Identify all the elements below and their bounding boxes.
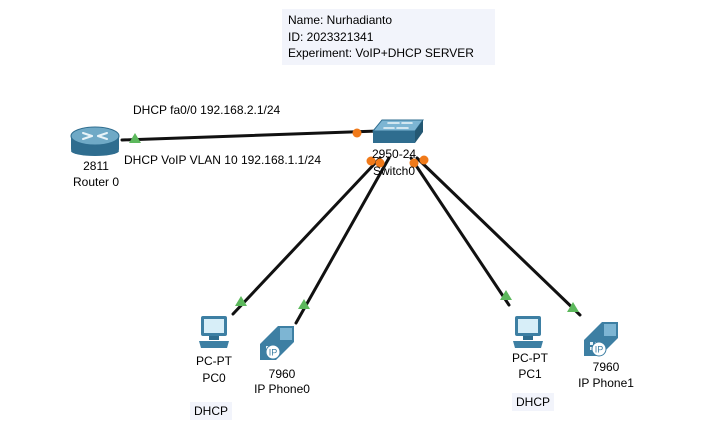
pc0-model: PC-PT bbox=[196, 354, 232, 368]
pc1-dhcp-tag: DHCP bbox=[512, 393, 555, 411]
switch-model: 2950-24 bbox=[372, 147, 417, 161]
switch-device[interactable] bbox=[371, 119, 424, 150]
router-device[interactable] bbox=[70, 123, 120, 162]
link-up-marker bbox=[500, 290, 512, 300]
pc-icon bbox=[199, 316, 229, 348]
link-pending-marker bbox=[375, 158, 385, 168]
phone1-device[interactable]: IP bbox=[580, 318, 620, 363]
ip-phone-icon: IP bbox=[260, 326, 294, 360]
phone0-model: 7960 bbox=[268, 367, 296, 381]
phone0-badge: IP bbox=[269, 348, 278, 358]
link-switch-phone1[interactable] bbox=[415, 156, 582, 317]
pc1-model: PC-PT bbox=[512, 351, 548, 365]
info-note: Name: Nurhadianto ID: 2023321341 Experim… bbox=[282, 9, 495, 65]
link-switch-pc0[interactable] bbox=[231, 156, 382, 316]
note-experiment: Experiment: VoIP+DHCP SERVER bbox=[288, 46, 474, 60]
phone1-name: IP Phone1 bbox=[578, 376, 634, 390]
phone0-device[interactable]: IP bbox=[256, 322, 296, 367]
pc1-name: PC1 bbox=[518, 367, 542, 381]
ip-phone-icon: IP bbox=[584, 322, 618, 357]
pc-icon bbox=[513, 316, 543, 348]
link-up-marker bbox=[298, 299, 310, 309]
dhcp-voip-annotation: DHCP VoIP VLAN 10 192.168.1.1/24 bbox=[124, 153, 322, 167]
phone0-name: IP Phone0 bbox=[254, 382, 310, 396]
link-pending-marker bbox=[366, 156, 376, 166]
pc0-name: PC0 bbox=[202, 371, 226, 385]
pc0-device[interactable] bbox=[197, 315, 231, 354]
router-name: Router 0 bbox=[72, 175, 120, 189]
switch-name: Switch0 bbox=[373, 164, 416, 178]
phone1-badge: IP bbox=[595, 345, 604, 355]
link-pending-marker bbox=[352, 128, 362, 138]
router-model: 2811 bbox=[83, 159, 109, 173]
phone1-model: 7960 bbox=[592, 360, 620, 374]
link-router-switch[interactable] bbox=[120, 129, 380, 142]
link-switch-phone0[interactable] bbox=[294, 156, 391, 325]
router-icon bbox=[70, 126, 120, 156]
link-pending-marker bbox=[419, 155, 429, 165]
pc1-device[interactable] bbox=[511, 315, 545, 354]
link-up-marker bbox=[129, 133, 141, 143]
link-up-marker bbox=[235, 296, 247, 306]
switch-icon bbox=[371, 119, 424, 143]
note-id: ID: 2023321341 bbox=[288, 29, 374, 44]
link-pending-marker bbox=[409, 158, 419, 168]
link-up-marker bbox=[567, 302, 579, 312]
note-name: Name: Nurhadianto bbox=[288, 13, 393, 27]
pc0-dhcp-tag: DHCP bbox=[190, 402, 233, 420]
link-switch-pc1[interactable] bbox=[409, 156, 511, 307]
dhcp-fa-annotation: DHCP fa0/0 192.168.2.1/24 bbox=[133, 103, 281, 117]
